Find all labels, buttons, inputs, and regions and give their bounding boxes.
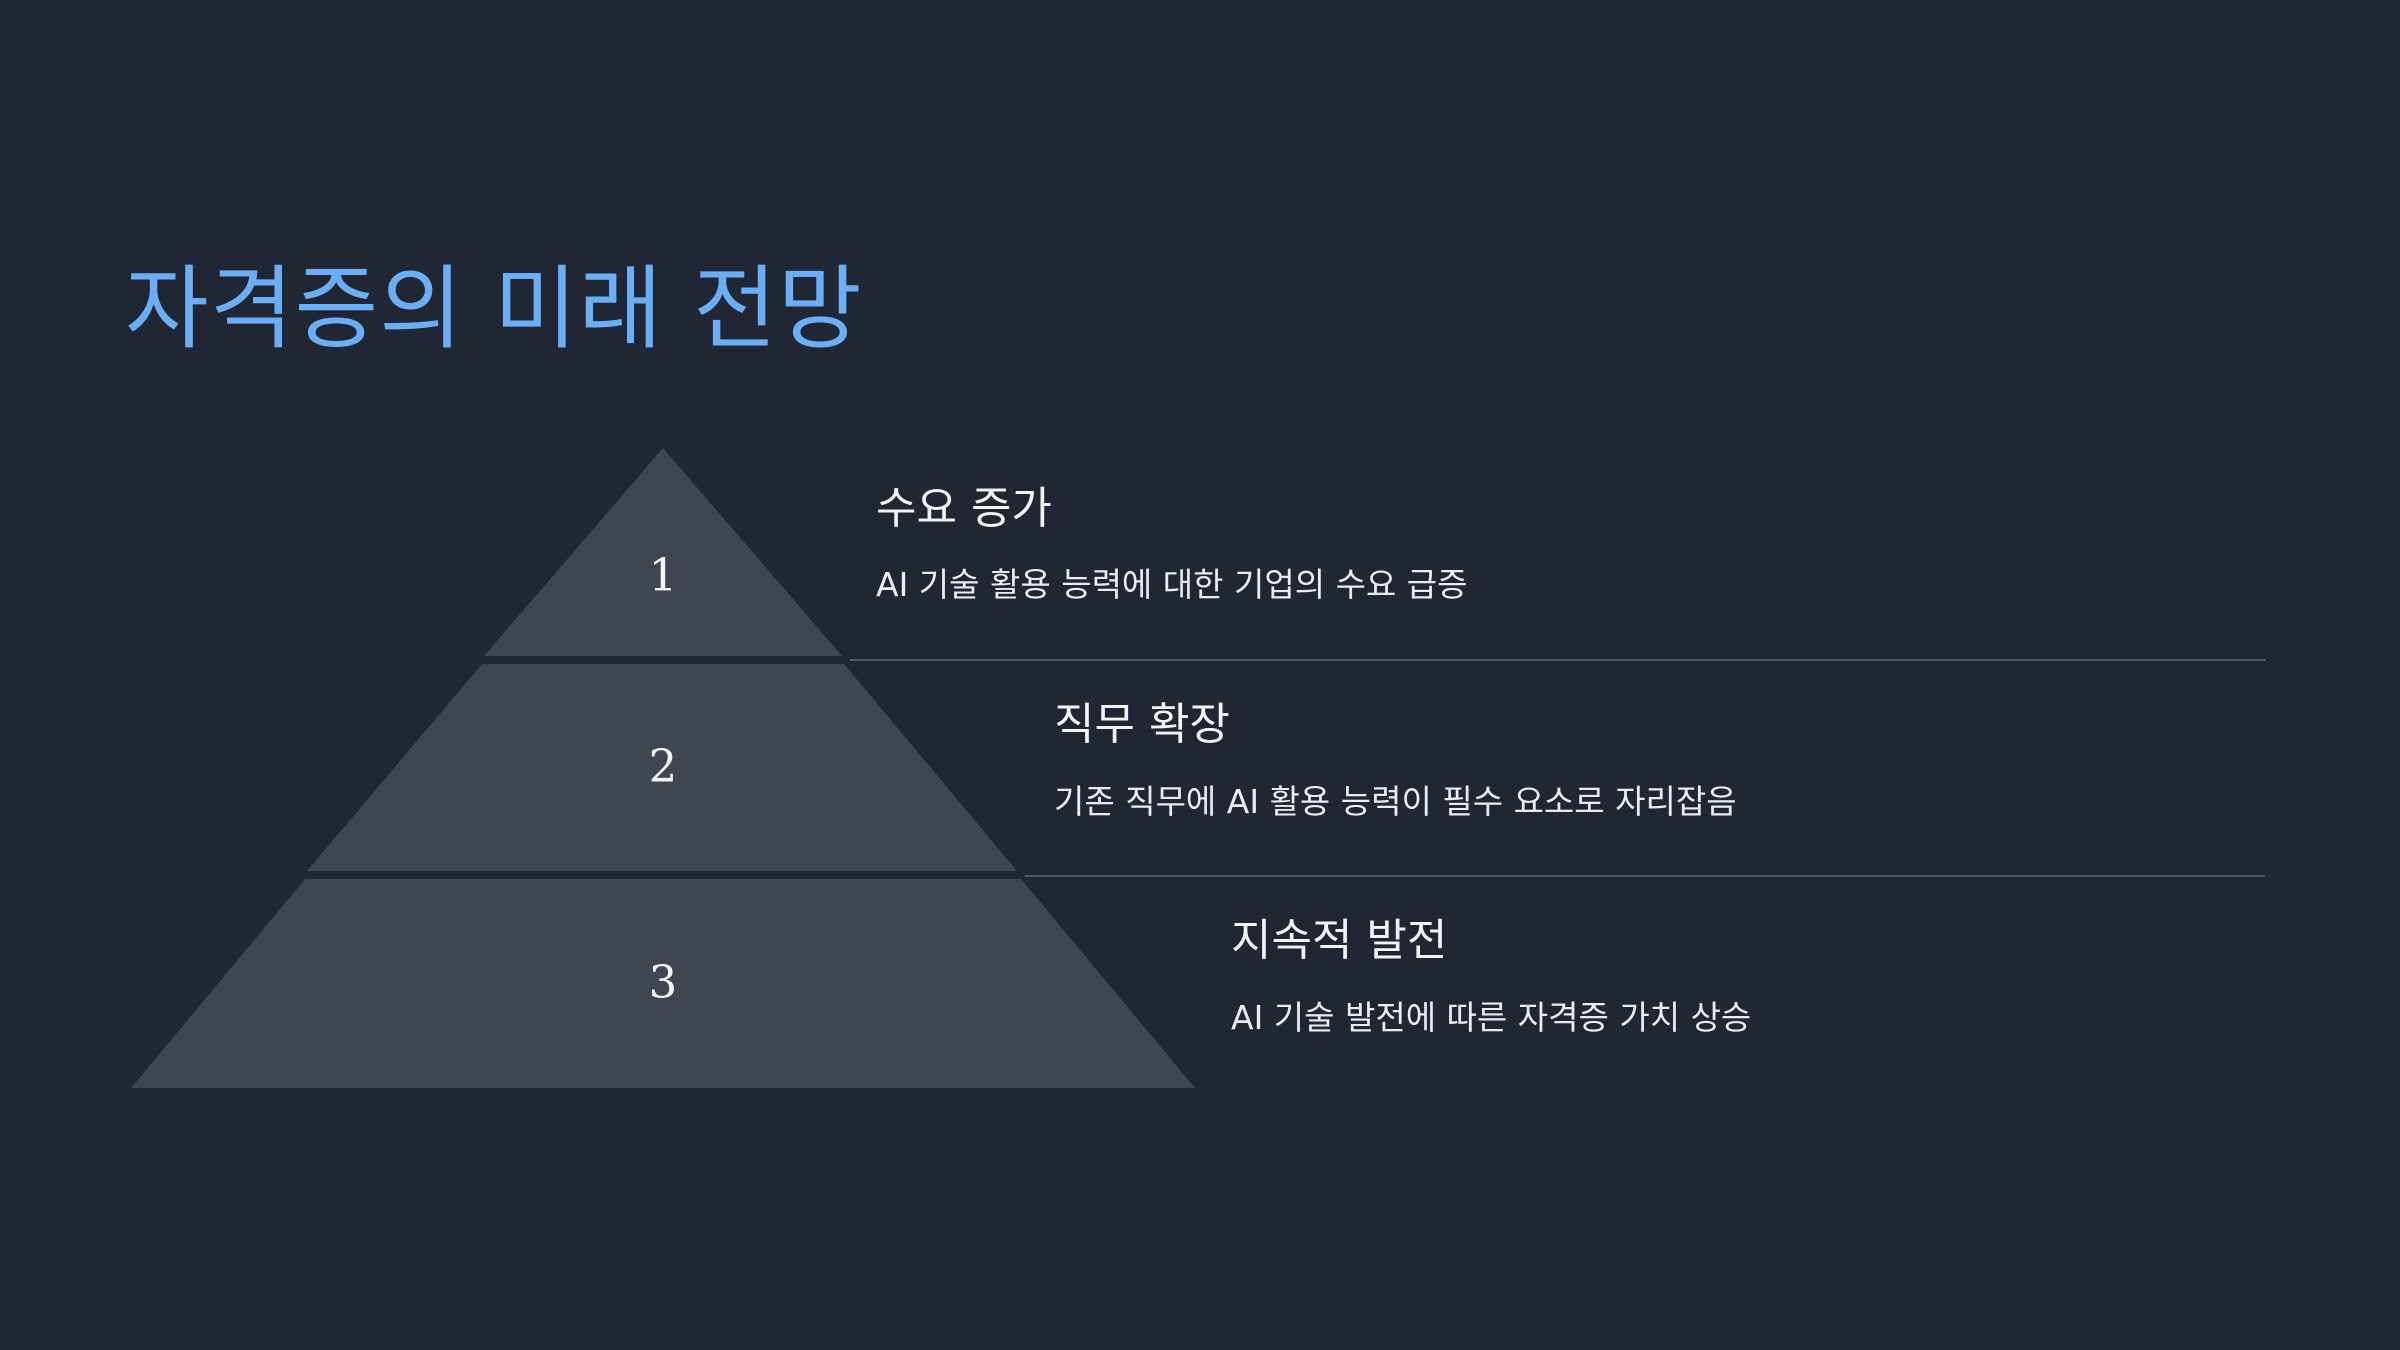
level-2-description: 기존 직무에 AI 활용 능력이 필수 요소로 자리잡음	[1054, 782, 1737, 821]
level-3-description: AI 기술 발전에 따른 자격증 가치 상승	[1231, 998, 1752, 1037]
slide-title: 자격증의 미래 전망	[125, 257, 863, 362]
level-1-description: AI 기술 활용 능력에 대한 기업의 수요 급증	[876, 565, 1468, 604]
pyramid-tier-2-number: 2	[649, 740, 678, 793]
pyramid-tier-3	[131, 879, 1195, 1088]
pyramid-tier-1	[484, 448, 842, 656]
level-2-divider	[1025, 875, 2265, 877]
level-1-heading: 수요 증가	[876, 483, 1052, 534]
level-1-divider	[850, 659, 2266, 661]
level-2-heading: 직무 확장	[1054, 699, 1230, 750]
pyramid-tier-3-number: 3	[649, 956, 678, 1009]
level-3-heading: 지속적 발전	[1231, 915, 1448, 966]
pyramid-tier-1-number: 1	[649, 549, 678, 602]
pyramid-tier-2	[307, 664, 1017, 871]
